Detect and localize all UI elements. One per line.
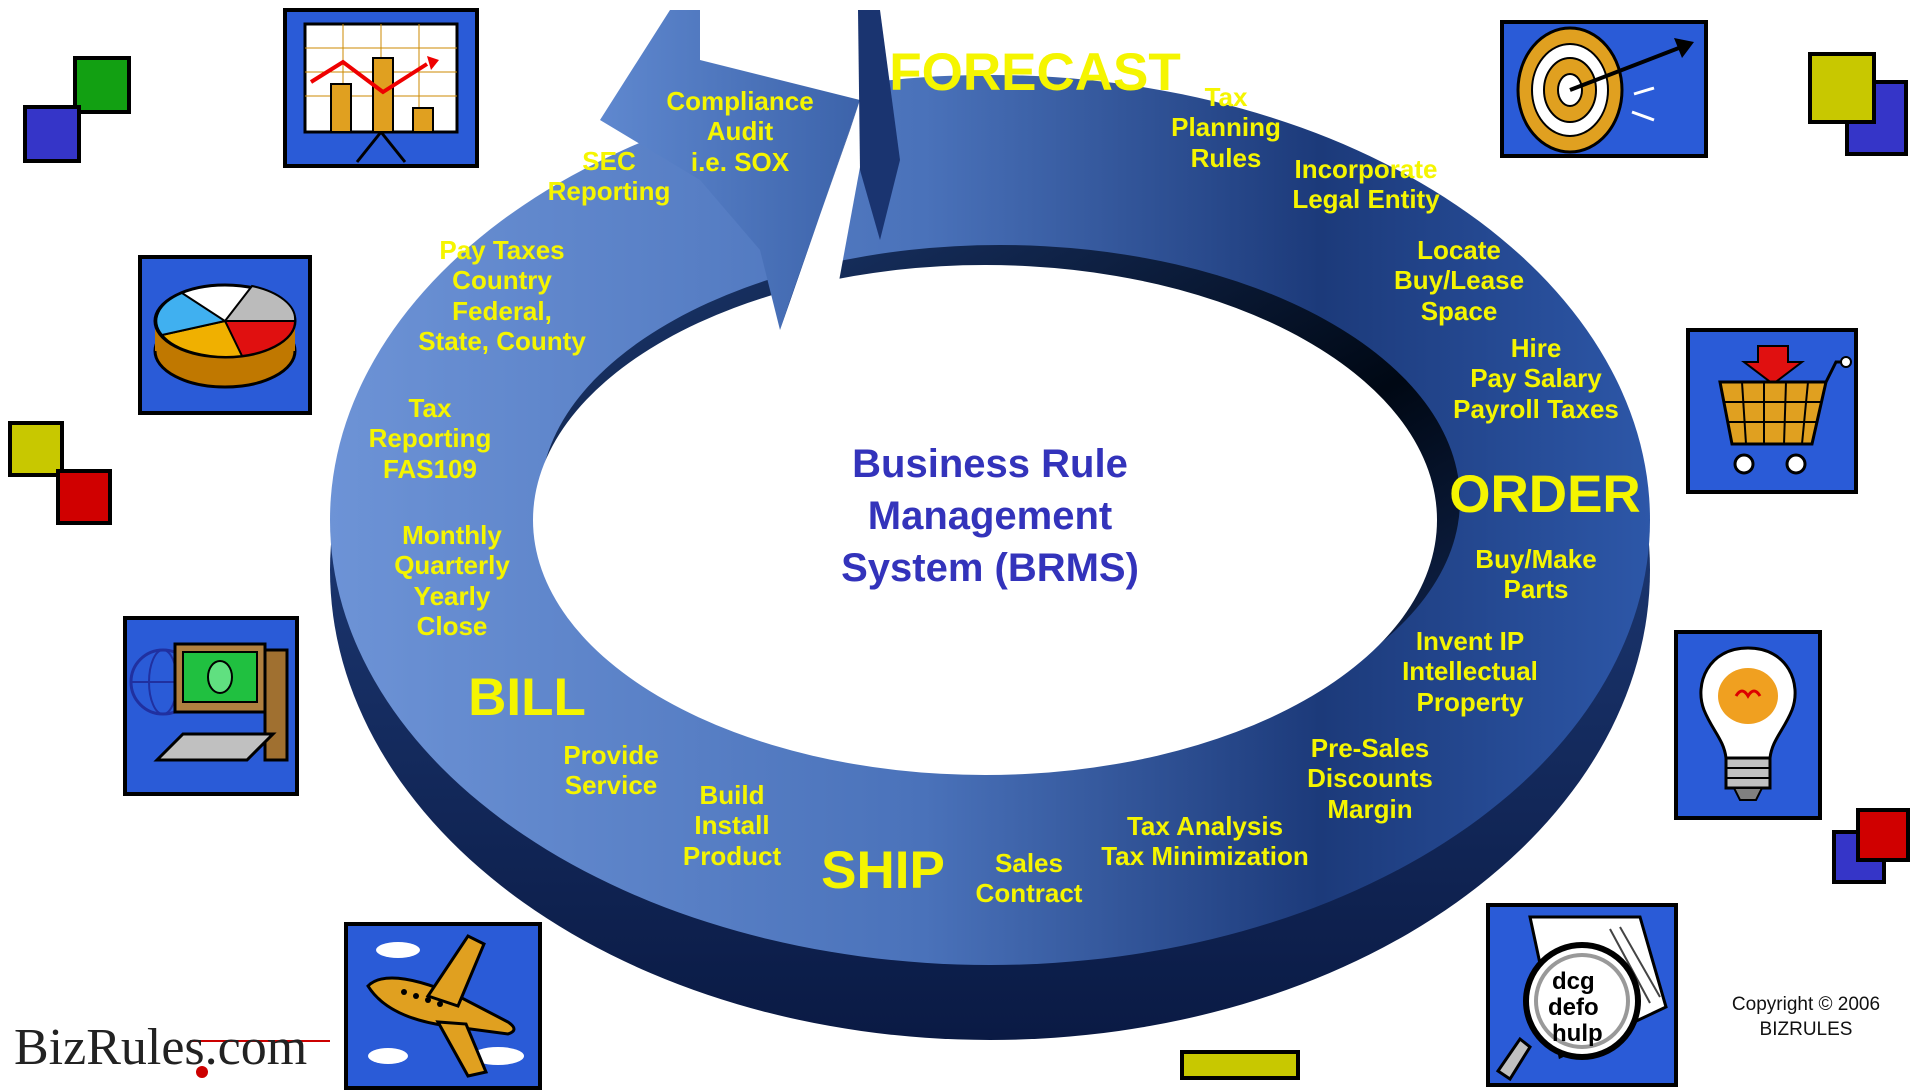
step-sales-contract: Sales Contract <box>976 848 1083 909</box>
step-line: Buy/Make <box>1475 544 1597 574</box>
step-tax-analysis: Tax Analysis Tax Minimization <box>1101 811 1309 872</box>
step-line: Pay Salary <box>1470 363 1602 394</box>
step-line: Tax <box>408 393 452 423</box>
center-title: Business Rule Management System (BRMS) <box>841 438 1139 594</box>
step-line: Margin <box>1327 793 1413 824</box>
step-line: Tax Minimization <box>1101 841 1309 872</box>
step-line: Reporting <box>368 423 492 454</box>
logo-dot <box>196 1066 208 1078</box>
bizrules-logo[interactable]: BizRules.com <box>14 1019 308 1076</box>
step-line: FAS109 <box>383 453 477 484</box>
step-line: Discounts <box>1307 763 1433 794</box>
step-line: Provide <box>563 740 659 770</box>
step-incorporate: Incorporate Legal Entity <box>1292 154 1439 215</box>
step-line: Yearly <box>413 580 491 611</box>
step-sec-reporting: SEC Reporting <box>548 146 671 207</box>
bar-chart-icon <box>283 8 479 168</box>
step-line: Rules <box>1190 142 1262 173</box>
deco-tile <box>56 469 112 525</box>
step-locate: Locate Buy/Lease Space <box>1394 235 1524 326</box>
step-line: Build <box>699 780 765 810</box>
phase-ship: SHIP <box>821 841 945 900</box>
step-line: Reporting <box>547 176 671 207</box>
light-bulb-icon <box>1674 630 1822 820</box>
step-line: Intellectual <box>1402 656 1538 687</box>
pie-chart-icon <box>138 255 312 415</box>
step-line: Locate <box>1417 235 1501 265</box>
shopping-cart-icon <box>1686 328 1858 494</box>
step-line: Payroll Taxes <box>1453 393 1619 424</box>
deco-tile <box>1808 52 1876 124</box>
airplane-icon <box>344 922 542 1090</box>
step-line: Product <box>682 840 782 871</box>
step-monthly-close: Monthly Quarterly Yearly Close <box>394 520 510 642</box>
step-line: Hire <box>1510 333 1562 363</box>
step-pre-sales: Pre-Sales Discounts Margin <box>1307 733 1433 824</box>
step-line: Planning <box>1171 112 1281 143</box>
step-line: Tax <box>1204 82 1248 112</box>
step-line: Incorporate <box>1294 154 1438 184</box>
svg-text:dcg: dcg <box>1552 968 1595 995</box>
step-line: Quarterly <box>394 550 510 581</box>
step-line: Pre-Sales <box>1310 733 1430 763</box>
center-title-line: Management <box>867 494 1113 538</box>
step-line: Tax Analysis <box>1126 811 1284 841</box>
step-line: Audit <box>706 116 774 147</box>
computer-money-icon <box>123 616 299 796</box>
step-line: Service <box>564 770 658 801</box>
step-buy-make: Buy/Make Parts <box>1475 544 1596 605</box>
copyright-line: Copyright © 2006 <box>1731 994 1881 1015</box>
step-line: Space <box>1420 295 1498 326</box>
phase-forecast: FORECAST <box>889 43 1181 102</box>
step-line: Federal, <box>452 295 552 326</box>
step-tax-planning: Tax Planning Rules <box>1171 82 1281 173</box>
deco-tile <box>23 105 81 163</box>
deco-tile <box>8 421 64 477</box>
step-compliance: Compliance Audit i.e. SOX <box>666 86 813 177</box>
step-line: Monthly <box>402 520 502 550</box>
deco-tile <box>1856 808 1910 862</box>
step-line: Install <box>694 810 770 841</box>
step-line: Invent IP <box>1415 626 1525 656</box>
step-provide-service: Provide Service <box>563 740 658 801</box>
step-line: State, County <box>418 326 586 357</box>
step-line: Pay Taxes <box>439 235 565 265</box>
center-title-line: System (BRMS) <box>841 546 1139 590</box>
step-line: i.e. SOX <box>690 146 790 177</box>
step-line: Legal Entity <box>1292 184 1440 215</box>
step-pay-taxes: Pay Taxes Country Federal, State, County <box>418 235 586 357</box>
step-line: Compliance <box>666 86 814 116</box>
copyright-notice: Copyright © 2006 BIZRULES <box>1732 993 1880 1042</box>
step-invent-ip: Invent IP Intellectual Property <box>1402 626 1538 717</box>
step-line: SEC <box>582 146 636 176</box>
phase-order: ORDER <box>1449 465 1641 524</box>
step-line: Sales <box>995 848 1063 878</box>
center-title-line: Business Rule <box>852 442 1128 486</box>
svg-text:defo: defo <box>1548 994 1599 1021</box>
step-line: Buy/Lease <box>1393 265 1525 296</box>
step-hire: Hire Pay Salary Payroll Taxes <box>1453 333 1619 424</box>
step-build: Build Install Product <box>683 780 781 871</box>
magnifier-icon: dcg defo hulp <box>1486 903 1678 1087</box>
step-line: Parts <box>1503 574 1569 605</box>
logo-underline <box>190 1040 330 1042</box>
step-line: Country <box>452 265 552 296</box>
copyright-line: BIZRULES <box>1759 1018 1853 1040</box>
target-icon <box>1500 20 1708 158</box>
step-line: Property <box>1416 686 1524 717</box>
deco-tile <box>1180 1050 1300 1080</box>
phase-bill: BILL <box>468 668 586 727</box>
step-tax-reporting: Tax Reporting FAS109 <box>369 393 492 484</box>
step-line: Contract <box>975 878 1083 909</box>
svg-text:hulp: hulp <box>1552 1020 1603 1047</box>
step-line: Close <box>416 611 488 642</box>
deco-tile <box>73 56 131 114</box>
